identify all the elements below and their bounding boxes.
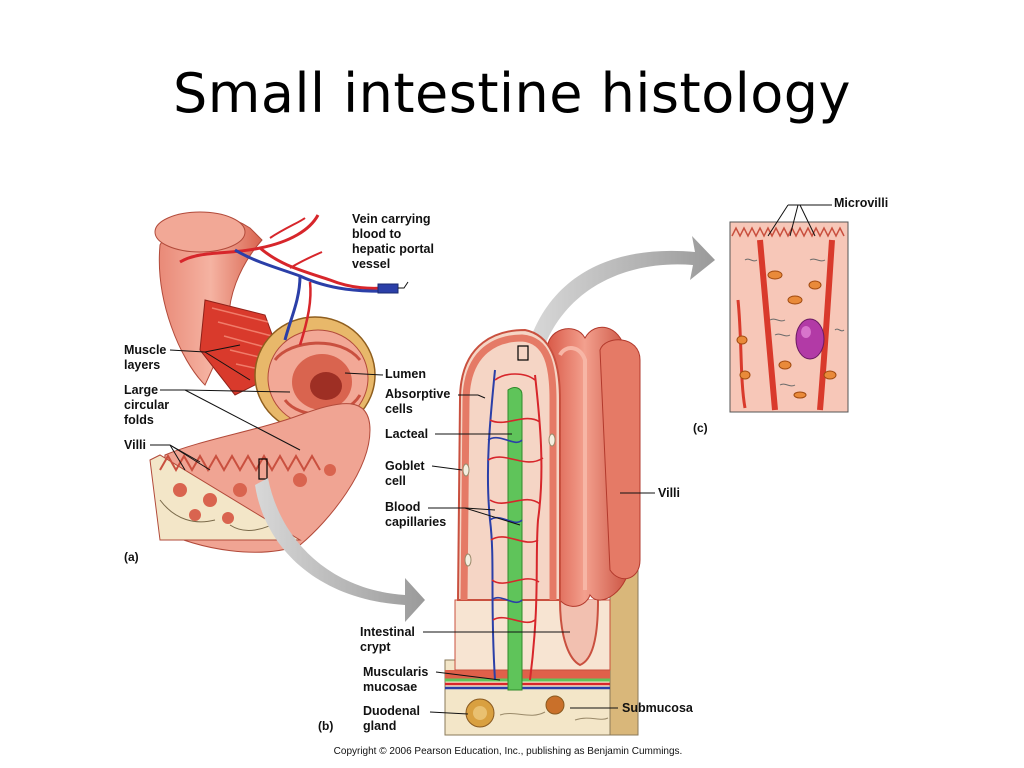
panel-label-b: (b) (318, 719, 333, 733)
label-folds-1: Large (124, 383, 158, 397)
label-submucosa: Submucosa (622, 701, 694, 715)
copyright-notice: Copyright © 2006 Pearson Education, Inc.… (334, 746, 683, 757)
label-absorptive-2: cells (385, 402, 413, 416)
panel-a-illustration (149, 211, 409, 553)
label-vein-3: hepatic portal (352, 242, 434, 256)
label-goblet-2: cell (385, 474, 406, 488)
label-duodenal-2: gland (363, 719, 396, 733)
label-lacteal: Lacteal (385, 427, 428, 441)
slide-title: Small intestine histology (172, 62, 852, 125)
panel-b-leaders (423, 394, 655, 715)
label-muscle-1: Muscle (124, 343, 166, 357)
arrow-b-to-c (530, 236, 715, 345)
label-absorptive-1: Absorptive (385, 387, 450, 401)
label-duodenal-1: Duodenal (363, 704, 420, 718)
label-capillaries-1: Blood (385, 500, 420, 514)
label-goblet-1: Goblet (385, 459, 425, 473)
label-lumen: Lumen (385, 367, 426, 381)
panel-label-c: (c) (693, 421, 708, 435)
label-vein-4: vessel (352, 257, 390, 271)
panel-b-illustration (444, 326, 641, 736)
panel-label-a: (a) (124, 550, 139, 564)
label-microvilli: Microvilli (834, 196, 888, 210)
label-folds-3: folds (124, 413, 154, 427)
label-muscularis-2: mucosae (363, 680, 417, 694)
label-vein-2: blood to (352, 227, 402, 241)
panel-a-labels: Vein carrying blood to hepatic portal ve… (124, 212, 434, 564)
arrow-a-to-b (255, 478, 425, 622)
label-muscle-2: layers (124, 358, 160, 372)
panel-a-leaders (150, 344, 384, 471)
label-muscularis-1: Muscularis (363, 665, 428, 679)
label-villi-a: Villi (124, 438, 146, 452)
label-folds-2: circular (124, 398, 169, 412)
label-crypt-1: Intestinal (360, 625, 415, 639)
panel-c-labels: Microvilli (c) (693, 196, 888, 435)
panel-c-leaders (767, 204, 832, 237)
panel-c-illustration (729, 221, 849, 413)
label-capillaries-2: capillaries (385, 515, 446, 529)
label-villi-b: Villi (658, 486, 680, 500)
panel-b-labels: Absorptive cells Lacteal Goblet cell Blo… (318, 387, 694, 733)
label-crypt-2: crypt (360, 640, 391, 654)
label-vein-1: Vein carrying (352, 212, 431, 226)
